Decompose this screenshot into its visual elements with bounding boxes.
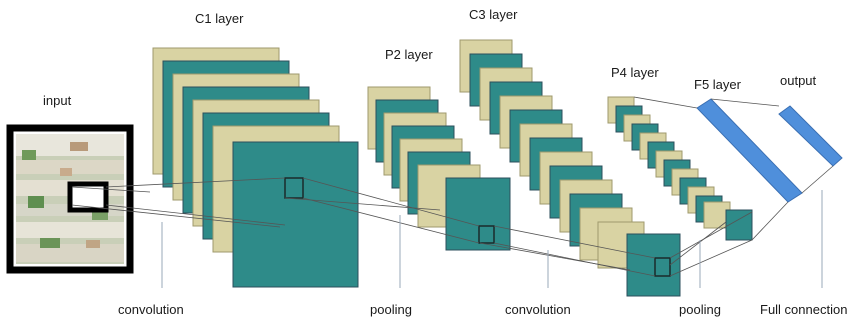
output-label: output xyxy=(780,73,817,88)
p4-layer-stack xyxy=(607,96,753,241)
input-image xyxy=(6,124,134,274)
c1-window xyxy=(284,177,304,199)
c3-layer-label: C3 layer xyxy=(469,7,518,22)
p4-layer-label: P4 layer xyxy=(611,65,659,80)
pooling-label-2: pooling xyxy=(679,302,721,317)
pooling-label-1: pooling xyxy=(370,302,412,317)
operation-tick-lines xyxy=(161,190,823,288)
c1-layer-stack xyxy=(152,47,359,288)
connection-lines xyxy=(71,96,834,277)
full-connection-label: Full connection xyxy=(760,302,848,317)
c1-layer-label: C1 layer xyxy=(195,11,244,26)
p2-window xyxy=(478,225,495,244)
c3-window xyxy=(654,257,671,277)
f5-layer-label: F5 layer xyxy=(694,77,741,92)
c3-layer-stack xyxy=(459,39,681,297)
input-label: input xyxy=(43,93,72,108)
p2-layer-label: P2 layer xyxy=(385,47,433,62)
p2-layer-stack xyxy=(367,86,511,251)
convolution-label-2: convolution xyxy=(505,302,571,317)
output-layer-bar xyxy=(778,105,843,167)
convolution-label-1: convolution xyxy=(118,302,184,317)
